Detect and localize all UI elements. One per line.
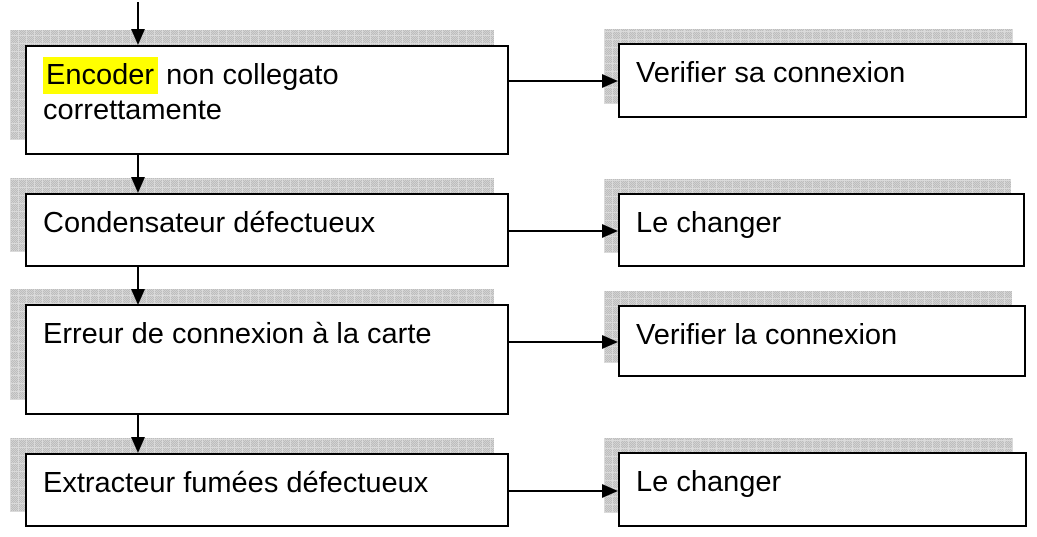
remedy-2-text: Le changer (636, 207, 782, 239)
flow-arrow-top-line (137, 2, 139, 30)
cause-remedy-arrow-1-head-icon (602, 74, 618, 88)
remedy-box-2: Le changer (618, 193, 1025, 267)
flow-arrow-2-3-line (137, 267, 139, 290)
cause-1-text: non collegato correttamente (43, 59, 339, 126)
cause-remedy-arrow-3-line (509, 341, 603, 343)
remedy-4-text: Le changer (636, 466, 782, 498)
cause-box-3: Erreur de connexion à la carte (25, 304, 509, 415)
cause-box-1: Encoder non collegato correttamente (25, 45, 509, 155)
remedy-box-1: Verifier sa connexion (618, 43, 1027, 118)
cause-1-highlighted-term: Encoder (43, 57, 159, 94)
remedy-box-4: Le changer (618, 452, 1027, 527)
remedy-box-3: Verifier la connexion (618, 305, 1026, 377)
cause-box-4: Extracteur fumées défectueux (25, 453, 509, 527)
flow-arrow-1-2-head-icon (131, 177, 145, 193)
cause-box-2: Condensateur défectueux (25, 193, 509, 267)
cause-remedy-arrow-3-head-icon (602, 335, 618, 349)
flow-arrow-top-head-icon (131, 29, 145, 45)
flow-arrow-2-3-head-icon (131, 289, 145, 305)
flow-arrow-1-2-line (137, 155, 139, 179)
remedy-1-text: Verifier sa connexion (636, 57, 906, 89)
cause-remedy-arrow-2-head-icon (602, 224, 618, 238)
flow-arrow-3-4-head-icon (131, 437, 145, 453)
cause-remedy-arrow-4-head-icon (602, 484, 618, 498)
cause-2-text: Condensateur défectueux (43, 207, 376, 239)
flow-arrow-3-4-line (137, 415, 139, 438)
remedy-3-text: Verifier la connexion (636, 319, 898, 351)
cause-remedy-arrow-4-line (509, 490, 603, 492)
cause-4-text: Extracteur fumées défectueux (43, 467, 429, 499)
cause-3-text: Erreur de connexion à la carte (43, 318, 432, 350)
cause-remedy-arrow-2-line (509, 230, 603, 232)
cause-remedy-arrow-1-line (509, 80, 603, 82)
